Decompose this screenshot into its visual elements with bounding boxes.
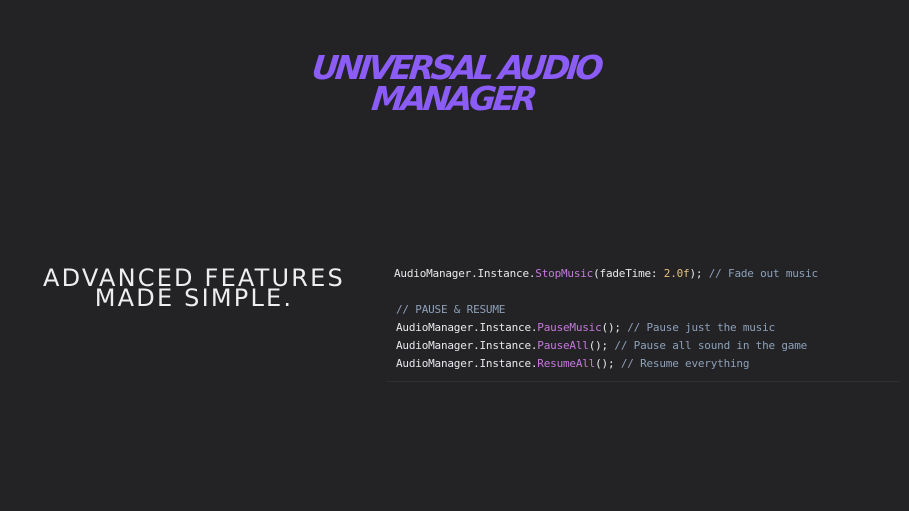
code-comment: // Pause just the music (627, 321, 775, 334)
code-args-open: (fadeTime: (593, 267, 664, 280)
code-line-pause-all: AudioManager.Instance.PauseAll(); // Pau… (396, 338, 807, 354)
code-method: PauseAll (537, 339, 589, 352)
tagline-line-2: MADE SIMPLE. (94, 284, 294, 312)
code-args-close: (); (601, 321, 628, 334)
code-comment: // Pause all sound in the game (614, 339, 808, 352)
code-comment: // Resume everything (620, 357, 750, 370)
code-method: StopMusic (535, 267, 594, 280)
code-method: ResumeAll (537, 357, 596, 370)
title-line-2: MANAGER (369, 79, 536, 118)
tagline-line-1: ADVANCED FEATURES (43, 264, 345, 292)
code-args-close: (); (595, 357, 621, 370)
code-method: PauseMusic (537, 321, 602, 334)
code-args-close: (); (588, 339, 615, 352)
code-section-comment: // PAUSE & RESUME (396, 302, 505, 318)
code-prefix: AudioManager.Instance. (396, 357, 538, 370)
code-prefix: AudioManager.Instance. (396, 339, 538, 352)
code-line-stop-music: AudioManager.Instance.StopMusic(fadeTime… (394, 266, 818, 282)
code-args-close: ); (689, 267, 709, 280)
code-comment: // PAUSE & RESUME (396, 303, 506, 316)
code-prefix: AudioManager.Instance. (394, 267, 536, 280)
code-line-resume-all: AudioManager.Instance.ResumeAll(); // Re… (396, 356, 749, 372)
code-number: 2.0f (663, 267, 690, 280)
code-block: AudioManager.Instance.StopMusic(fadeTime… (386, 258, 900, 382)
code-comment: // Fade out music (708, 267, 818, 280)
section-tagline: ADVANCED FEATURES MADE SIMPLE. (20, 264, 368, 312)
page-title: UNIVERSAL AUDIO MANAGER (0, 48, 909, 118)
code-prefix: AudioManager.Instance. (396, 321, 538, 334)
code-line-pause-music: AudioManager.Instance.PauseMusic(); // P… (396, 320, 775, 336)
